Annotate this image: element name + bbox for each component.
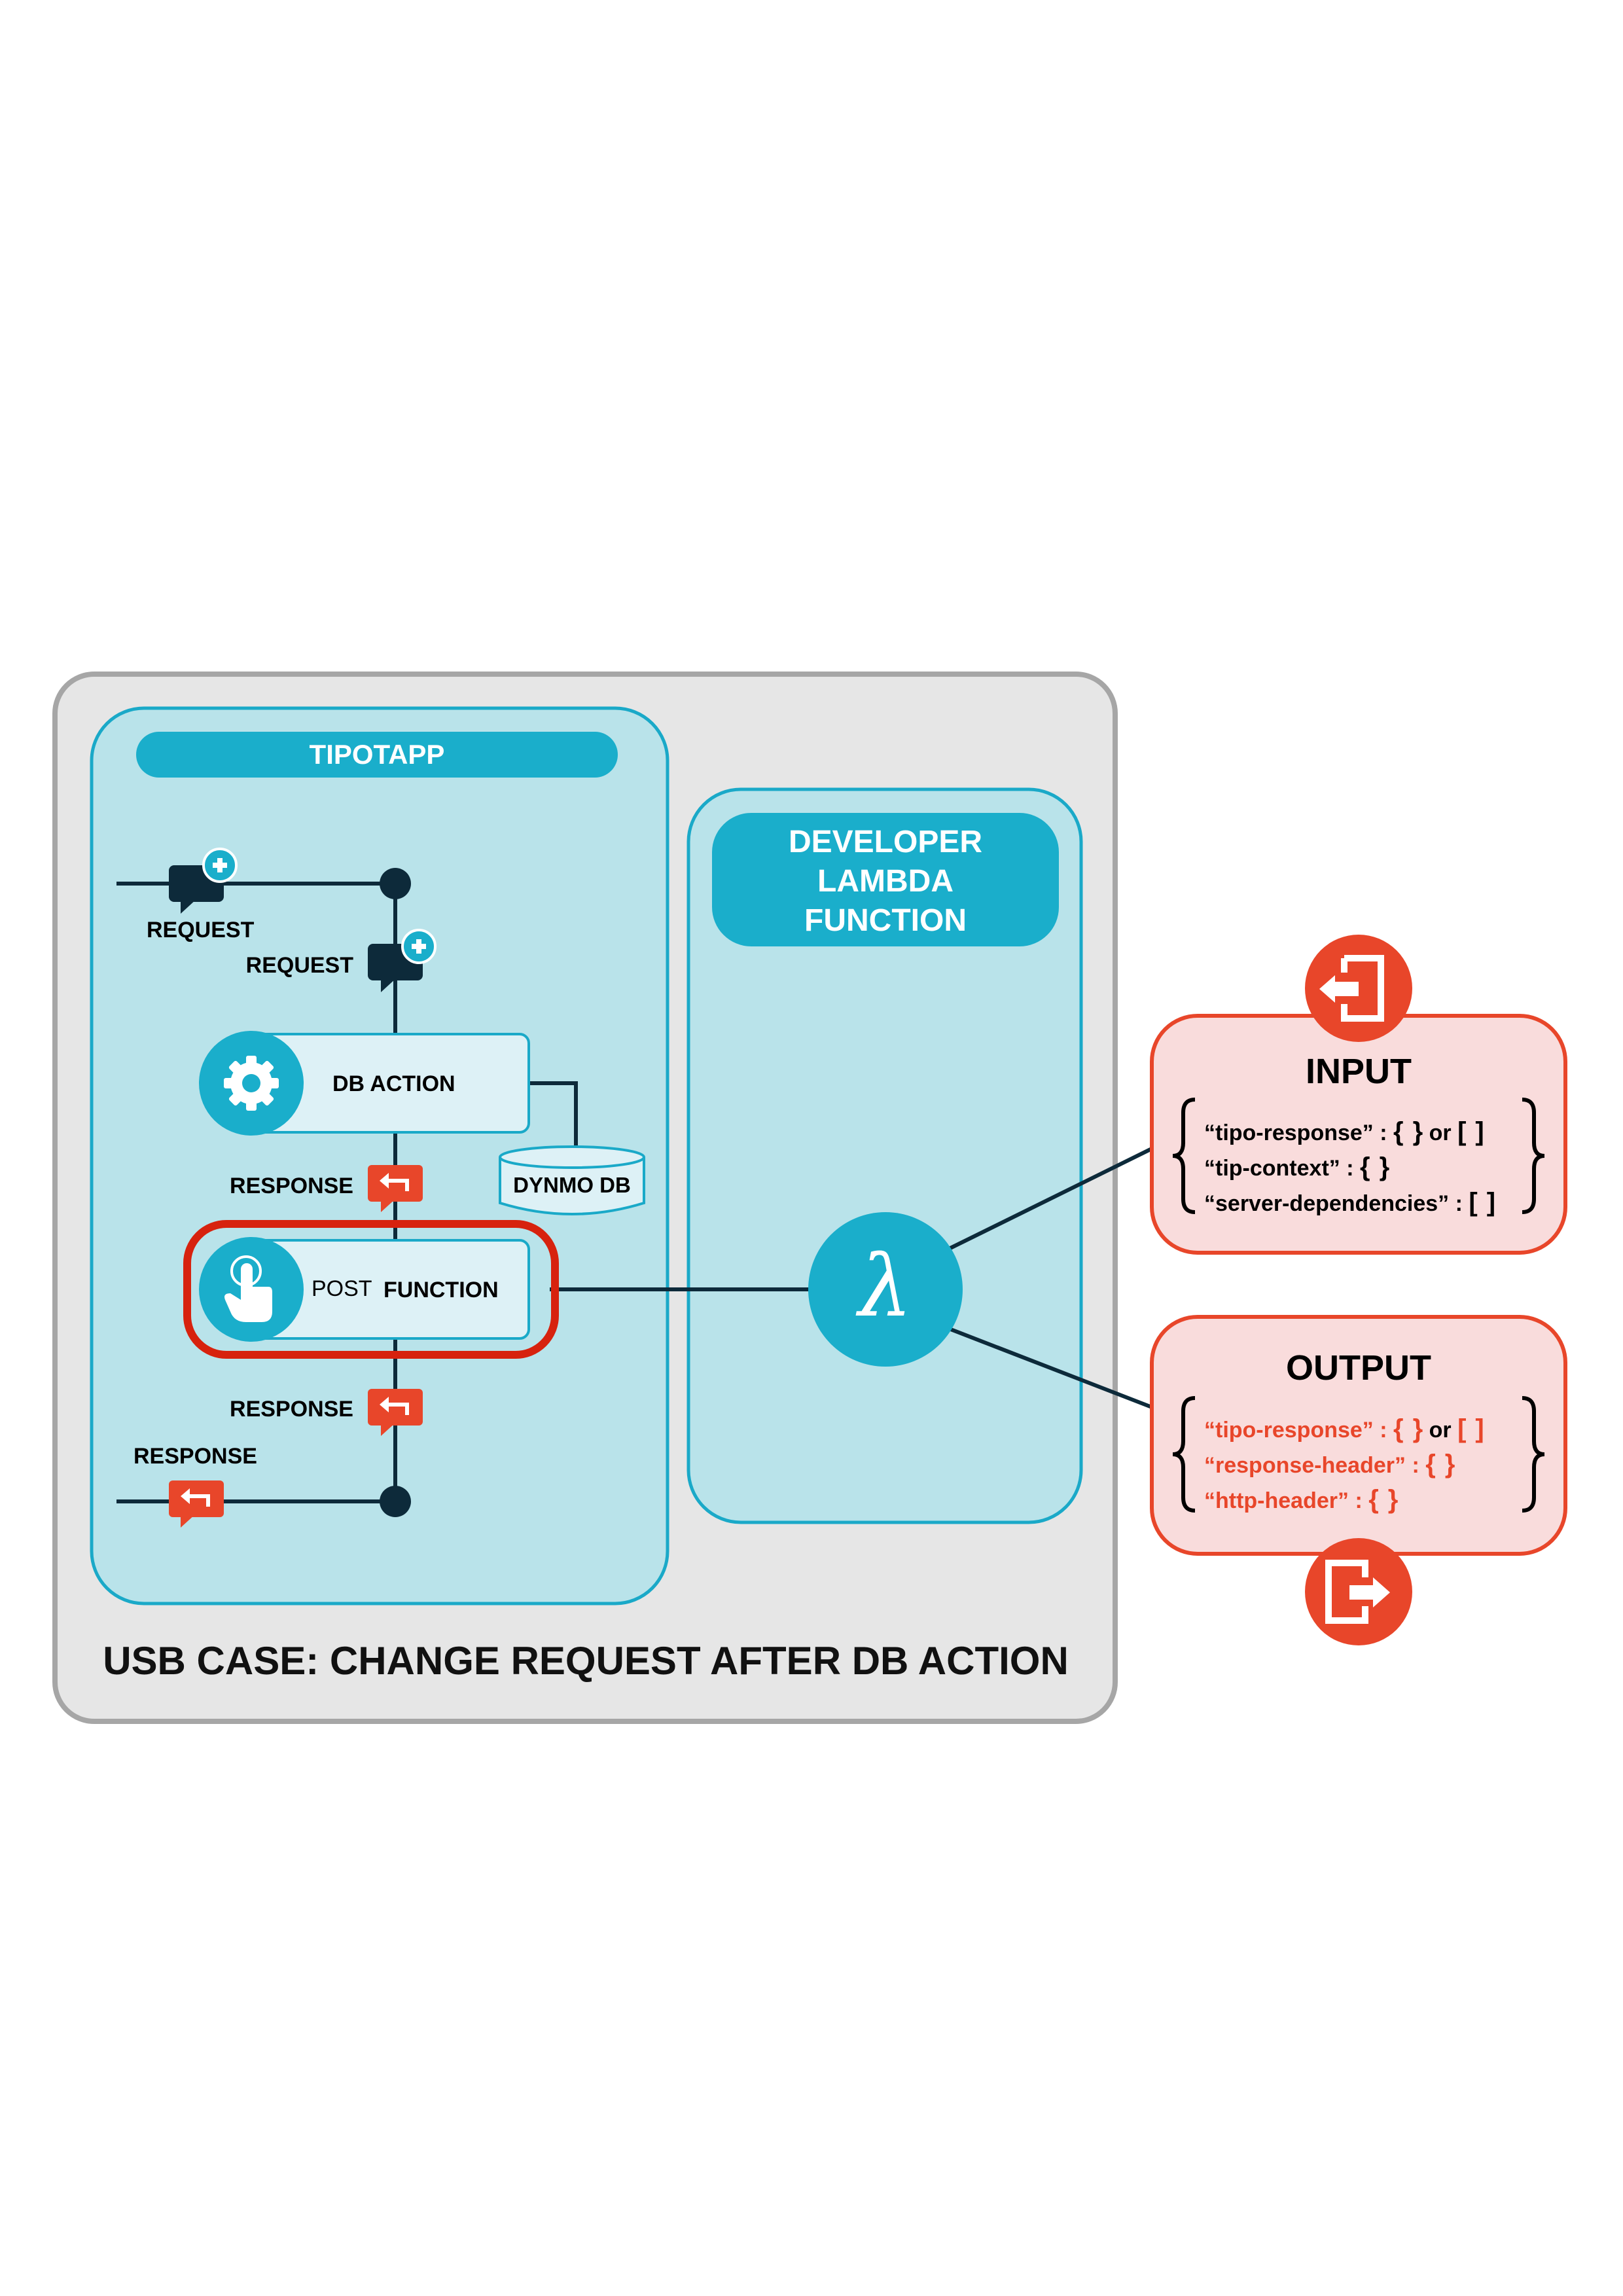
use-case-title: USB CASE: CHANGE REQUEST AFTER DB ACTION bbox=[103, 1639, 1069, 1683]
db-action-label: DB ACTION bbox=[332, 1071, 455, 1096]
reply-icon bbox=[368, 1165, 423, 1212]
tipotapp-panel bbox=[90, 706, 669, 1605]
input-line-2: “tip-context” : {} bbox=[1204, 1153, 1389, 1181]
dynmo-db-label: DYNMO DB bbox=[513, 1173, 631, 1197]
lambda-title-line1: DEVELOPER bbox=[789, 825, 982, 859]
response-after-db-label: RESPONSE bbox=[230, 1174, 353, 1198]
tipotapp-title: TIPOTAPP bbox=[310, 739, 445, 770]
post-function-label: FUNCTION bbox=[383, 1278, 499, 1302]
gear-icon bbox=[224, 1056, 279, 1111]
response-bottom-label: RESPONSE bbox=[134, 1444, 257, 1469]
input-line-3: “server-dependencies” : [] bbox=[1204, 1188, 1495, 1217]
input-title: INPUT bbox=[1306, 1052, 1412, 1091]
request-top-label: REQUEST bbox=[147, 918, 255, 942]
lambda-title-line2: LAMBDA bbox=[817, 864, 954, 899]
lambda-title-bar bbox=[712, 813, 1059, 946]
response-after-post-label: RESPONSE bbox=[230, 1397, 353, 1422]
lambda-symbol: λ bbox=[855, 1236, 912, 1336]
output-brace-open bbox=[1172, 1396, 1196, 1513]
sign-out-icon bbox=[1305, 1538, 1412, 1645]
flow-junction-bottom bbox=[380, 1486, 411, 1517]
input-brace-close bbox=[1522, 1098, 1545, 1214]
reply-icon bbox=[368, 1389, 423, 1436]
output-line-1: “tipo-response” : {} or [] bbox=[1204, 1414, 1484, 1443]
database-icon bbox=[499, 1145, 645, 1215]
output-line-2: “response-header” : {} bbox=[1204, 1450, 1455, 1479]
output-title: OUTPUT bbox=[1286, 1348, 1431, 1388]
lambda-title-line3: FUNCTION bbox=[804, 903, 967, 938]
input-line-1: “tipo-response” : {} or [] bbox=[1204, 1117, 1484, 1146]
tipotapp-title-bar bbox=[136, 732, 618, 778]
output-line-3: “http-header” : {} bbox=[1204, 1485, 1398, 1514]
post-function-highlight bbox=[183, 1220, 559, 1359]
request-inner-label: REQUEST bbox=[246, 953, 354, 978]
post-prefix-highlight bbox=[305, 1271, 378, 1304]
chat-plus-icon bbox=[169, 848, 238, 914]
chat-plus-icon bbox=[368, 929, 437, 992]
flow-junction-top bbox=[380, 868, 411, 899]
hand-pointer-icon bbox=[224, 1255, 272, 1322]
post-prefix-label: POST bbox=[312, 1276, 372, 1301]
output-brace-close bbox=[1522, 1396, 1545, 1513]
input-brace-open bbox=[1172, 1098, 1196, 1214]
reply-icon bbox=[169, 1480, 224, 1528]
lambda-panel bbox=[687, 787, 1083, 1524]
sign-in-icon bbox=[1305, 935, 1412, 1042]
lambda-icon: λ bbox=[808, 1212, 963, 1367]
